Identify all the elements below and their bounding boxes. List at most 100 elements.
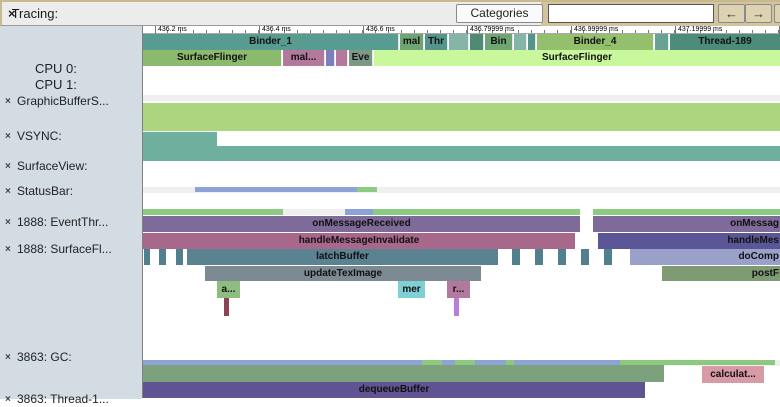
- eventthread-span[interactable]: [195, 187, 357, 192]
- span-mer[interactable]: mer: [398, 281, 425, 298]
- trace-span-label: mal...: [290, 52, 317, 63]
- close-icon[interactable]: ×: [8, 6, 16, 21]
- surfaceflinger-span[interactable]: [373, 209, 580, 215]
- eventthread-track-strip: [143, 187, 780, 193]
- span-docomp[interactable]: doComp: [630, 249, 780, 265]
- span-onmessagereceived[interactable]: onMessag: [593, 216, 780, 232]
- span-tick[interactable]: [176, 249, 183, 265]
- cpu1-span-surfaceflinger[interactable]: SurfaceFlinger: [143, 50, 282, 66]
- span-tick[interactable]: [224, 298, 229, 316]
- thread1-span[interactable]: [475, 360, 506, 365]
- ruler-tick-label: 436.4 ms: [262, 26, 291, 33]
- remove-track-icon[interactable]: ×: [5, 96, 11, 107]
- track-label: 3863: Thread-1...: [17, 393, 109, 406]
- span-handlemessage[interactable]: handleMes: [598, 233, 780, 249]
- span-handlemessageinvalidate[interactable]: handleMessageInvalidate: [143, 233, 575, 249]
- span-tick[interactable]: [159, 249, 166, 265]
- remove-track-icon[interactable]: ×: [5, 244, 11, 255]
- remove-track-icon[interactable]: ×: [5, 161, 11, 172]
- sidebar-track-row: × 3863: Thread-1...: [0, 393, 142, 407]
- span-tick[interactable]: [558, 249, 566, 265]
- sidebar-track-row: ×GraphicBufferS...: [0, 95, 142, 109]
- span-latchbuffer[interactable]: latchBuffer: [187, 249, 498, 265]
- cpu0-span-bin[interactable]: Bin: [485, 34, 513, 50]
- thread1-span[interactable]: [506, 360, 514, 365]
- ruler-tick-label: 437.19999 ms: [678, 26, 723, 33]
- thread1-span[interactable]: [143, 360, 422, 365]
- thread1-span[interactable]: [442, 360, 455, 365]
- span-tick[interactable]: [581, 249, 589, 265]
- surfaceview-span[interactable]: [143, 132, 217, 146]
- back-arrow-button[interactable]: ←: [718, 4, 745, 23]
- surfaceflinger-span[interactable]: [345, 209, 373, 215]
- cpu1-span-eve[interactable]: Eve: [349, 50, 373, 66]
- graphicbuffer-track-strip: [143, 95, 780, 101]
- thread1-span[interactable]: [620, 360, 775, 365]
- span-tick[interactable]: [604, 249, 612, 265]
- search-input[interactable]: [548, 4, 714, 23]
- cpu1-span-surfaceflinger[interactable]: SurfaceFlinger: [374, 50, 780, 66]
- span-tick[interactable]: [454, 298, 459, 316]
- surfaceflinger-span[interactable]: [143, 209, 283, 215]
- sidebar-track-row: ×VSYNC:: [0, 130, 142, 144]
- ruler-tick-label: 436.2 ms: [158, 26, 187, 33]
- title-label: Tracing:: [11, 6, 59, 21]
- cpu0-span-binder-1[interactable]: Binder_1: [143, 34, 399, 50]
- ruler-tick: 436.79999 ms: [467, 26, 514, 34]
- trace-span-label: r...: [452, 284, 465, 295]
- trace-span-label: updateTexImage: [303, 268, 383, 279]
- cpu1-span[interactable]: [336, 50, 348, 66]
- remove-track-icon[interactable]: ×: [5, 217, 11, 228]
- help-button[interactable]: ?: [774, 4, 780, 23]
- cpu0-span-thr[interactable]: Thr: [425, 34, 448, 50]
- remove-track-icon[interactable]: ×: [5, 131, 11, 142]
- remove-track-icon[interactable]: ×: [5, 352, 11, 363]
- track-label: CPU 1:: [35, 78, 77, 92]
- cpu0-span[interactable]: [449, 34, 469, 50]
- trace-span-label: doComp: [738, 251, 779, 262]
- cpu0-span-binder-4[interactable]: Binder_4: [537, 34, 654, 50]
- thread1-span[interactable]: [514, 360, 620, 365]
- cpu1-span-mal[interactable]: mal...: [283, 50, 325, 66]
- ruler-tick: 436.6 ms: [363, 26, 395, 34]
- trace-span-label: handleMes: [727, 235, 779, 246]
- thread1-span[interactable]: [143, 365, 664, 382]
- track-label: 3863: GC:: [17, 351, 72, 364]
- span-dequeuebuffer[interactable]: dequeueBuffer: [143, 382, 645, 398]
- thread1-span[interactable]: [455, 360, 475, 365]
- span-tick[interactable]: [535, 249, 543, 265]
- span-updatetexImage[interactable]: updateTexImage: [205, 266, 481, 281]
- vsync-span[interactable]: [143, 103, 780, 131]
- surfaceview-span[interactable]: [143, 146, 780, 161]
- trace-span-label: a...: [221, 284, 236, 295]
- span-calculate[interactable]: calculat...: [702, 366, 764, 383]
- ruler-tick: 436.99999 ms: [571, 26, 618, 34]
- surfaceflinger-span[interactable]: [593, 209, 780, 215]
- span-a[interactable]: a...: [217, 281, 240, 298]
- span-onmessagereceived[interactable]: onMessageReceived: [143, 216, 580, 232]
- cpu1-span[interactable]: [326, 50, 335, 66]
- sidebar-track-row: × 1888: SurfaceFl...: [0, 243, 142, 257]
- cpu0-span[interactable]: [514, 34, 527, 50]
- cpu0-span-thread-189[interactable]: Thread-189: [670, 34, 780, 50]
- cpu0-span[interactable]: [470, 34, 484, 50]
- timeline: 436.2 ms 436.4 ms 436.6 ms 436.79999 ms 436.…: [142, 26, 780, 398]
- cpu0-span-mal[interactable]: mal: [400, 34, 424, 50]
- remove-track-icon[interactable]: ×: [5, 186, 11, 197]
- forward-arrow-button[interactable]: →: [745, 4, 772, 23]
- eventthread-span[interactable]: [357, 187, 377, 192]
- cpu0-span[interactable]: [528, 34, 536, 50]
- cpu0-span[interactable]: [655, 34, 669, 50]
- track-label: 1888: SurfaceFl...: [17, 243, 112, 256]
- trace-span-label: Eve: [351, 52, 370, 63]
- span-tick[interactable]: [512, 249, 520, 265]
- span-postf[interactable]: postF: [662, 266, 780, 281]
- sidebar-track-row: ×StatusBar:: [0, 185, 142, 199]
- span-tick[interactable]: [144, 249, 150, 265]
- surfaceflinger-top-strip: [283, 209, 345, 215]
- span-r[interactable]: r...: [447, 281, 470, 298]
- remove-track-icon[interactable]: ×: [5, 394, 11, 405]
- thread1-span[interactable]: [422, 360, 442, 365]
- categories-button[interactable]: Categories: [456, 4, 543, 23]
